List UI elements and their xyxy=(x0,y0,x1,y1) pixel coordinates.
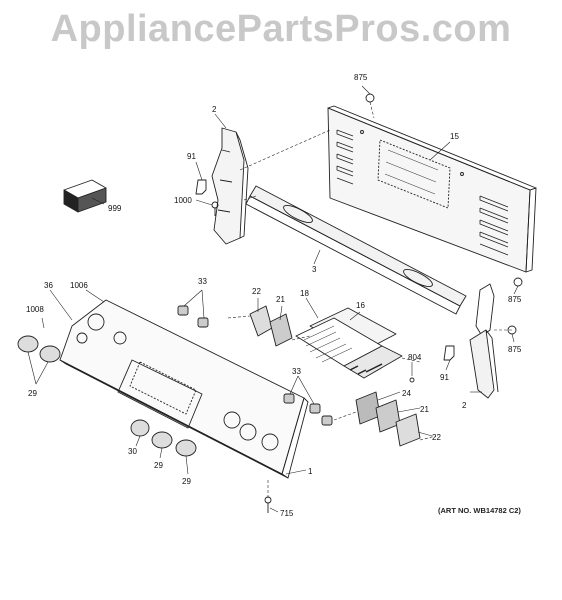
control-board-parts xyxy=(295,307,403,379)
callout-33-upper: 33 xyxy=(198,277,207,286)
callout-715: 715 xyxy=(280,509,294,518)
control-panel-part xyxy=(59,299,309,479)
callout-22-lower: 22 xyxy=(432,433,441,442)
callout-1: 1 xyxy=(308,467,313,476)
callout-3: 3 xyxy=(312,265,317,274)
knob-insert-parts xyxy=(177,305,333,426)
callout-29-left: 29 xyxy=(28,389,37,398)
callout-875-top: 875 xyxy=(354,73,368,82)
alignment-lines xyxy=(227,101,512,498)
upper-switch-parts xyxy=(249,305,293,347)
callout-1006: 1006 xyxy=(70,281,88,290)
knob-parts xyxy=(17,335,197,457)
callout-875-lower: 875 xyxy=(508,345,522,354)
callout-2-right: 2 xyxy=(462,401,467,410)
callout-999: 999 xyxy=(108,204,122,213)
leader-lines xyxy=(27,85,519,513)
callout-91-right: 91 xyxy=(440,373,449,382)
callout-30: 30 xyxy=(128,447,137,456)
callout-22-upper: 22 xyxy=(252,287,261,296)
callout-16: 16 xyxy=(356,301,365,310)
callout-2-left: 2 xyxy=(212,105,217,114)
watermark-text: AppliancePartsPros.com xyxy=(50,8,512,50)
callout-18: 18 xyxy=(300,289,309,298)
callout-29-mid: 29 xyxy=(154,461,163,470)
callout-labels: 875 2 15 91 999 1000 3 36 1006 33 22 21 … xyxy=(26,73,522,518)
callout-804: 804 xyxy=(408,353,422,362)
callout-36: 36 xyxy=(44,281,53,290)
callout-15: 15 xyxy=(450,132,459,141)
callout-33-lower: 33 xyxy=(292,367,301,376)
callout-1000: 1000 xyxy=(174,196,192,205)
art-number-label: (ART NO. WB14782 C2) xyxy=(438,506,521,515)
small-box-part xyxy=(63,179,107,213)
lower-switch-parts xyxy=(355,391,421,447)
trim-bar-part xyxy=(245,185,467,315)
callout-29-right: 29 xyxy=(182,477,191,486)
end-bracket-right-part xyxy=(469,283,499,399)
end-bracket-left-part xyxy=(211,127,249,245)
backsplash-panel-part xyxy=(327,105,537,273)
callout-1008: 1008 xyxy=(26,305,44,314)
callout-875-mid: 875 xyxy=(508,295,522,304)
callout-21-lower: 21 xyxy=(420,405,429,414)
callout-21-upper: 21 xyxy=(276,295,285,304)
callout-91-left: 91 xyxy=(187,152,196,161)
callout-24: 24 xyxy=(402,389,411,398)
